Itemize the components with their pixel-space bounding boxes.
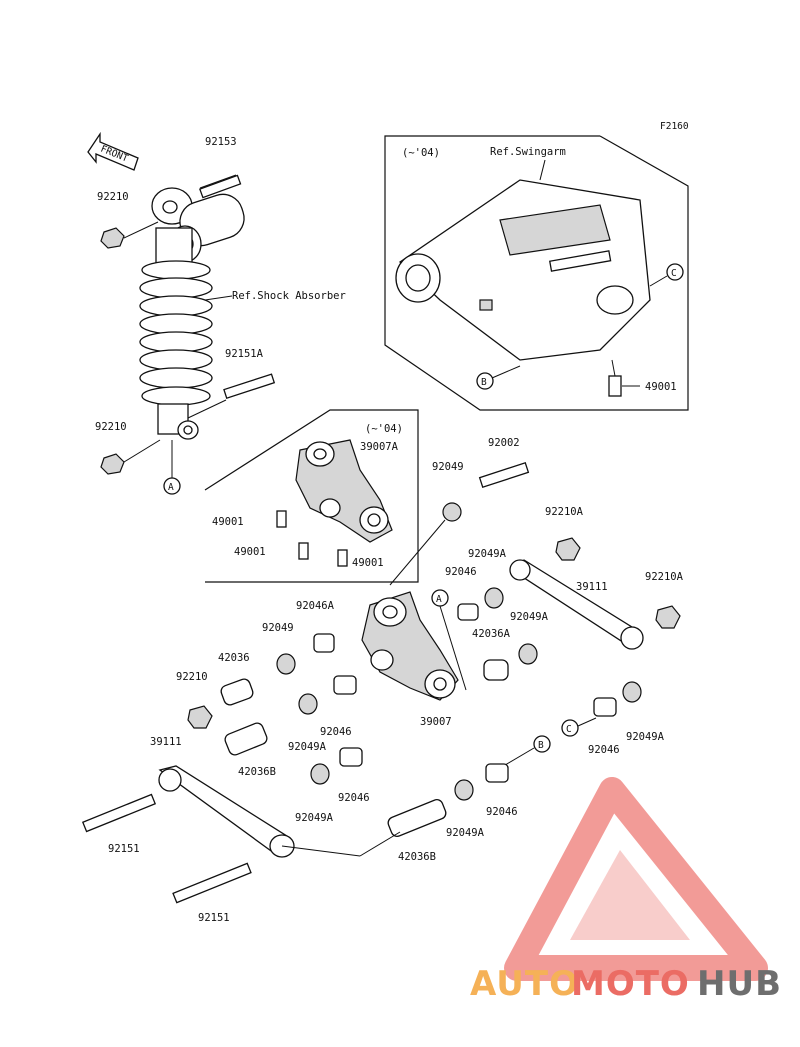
label-92046-2: 92046	[320, 726, 352, 738]
callout-a-shock: A	[168, 482, 174, 493]
callout-c-swingarm: C	[671, 268, 677, 279]
label-92210-left: 92210	[176, 671, 208, 683]
tie-rod-lower	[158, 765, 295, 858]
label-92210a-right: 92210A	[645, 571, 684, 583]
logo-moto: MOTO	[571, 964, 690, 1004]
label-92002: 92002	[488, 437, 520, 449]
label-92049a-1: 92049A	[468, 548, 507, 560]
label-49001-b: 49001	[234, 546, 266, 558]
label-49001-a: 49001	[212, 516, 244, 528]
label-39007: 39007	[420, 716, 452, 728]
label-92049a-2: 92049A	[510, 611, 549, 623]
label-92049-left: 92049	[262, 622, 294, 634]
label-92151-1: 92151	[108, 843, 140, 855]
label-49001-swingarm: 49001	[645, 381, 677, 393]
callout-b-swingarm: B	[481, 377, 487, 388]
label-39007a: 39007A	[360, 441, 399, 453]
label-92151a: 92151A	[225, 348, 264, 360]
figure-code: F2160	[660, 121, 689, 132]
callout-a-middle: A	[436, 594, 442, 605]
label-92049a-6: 92049A	[295, 812, 334, 824]
label-92049a-5: 92049A	[626, 731, 665, 743]
label-42036: 42036	[218, 652, 250, 664]
logo-hub: HUB	[697, 964, 782, 1004]
label-92046-5: 92046	[588, 744, 620, 756]
label-ref-shock-absorber: Ref.Shock Absorber	[232, 290, 346, 302]
label-92046a: 92046A	[296, 600, 335, 612]
rocker-39007	[361, 591, 459, 701]
label-42036b-1: 42036B	[238, 766, 276, 778]
label-92210-top: 92210	[97, 191, 129, 203]
label-92046-4: 92046	[486, 806, 518, 818]
label-92210-bottom: 92210	[95, 421, 127, 433]
label-92049-top: 92049	[432, 461, 464, 473]
label-92210a-top: 92210A	[545, 506, 584, 518]
rocker-inset: (~'04) 39007A	[204, 409, 419, 583]
label-39111-left: 39111	[150, 736, 182, 748]
label-92153: 92153	[205, 136, 237, 148]
label-92151-2: 92151	[198, 912, 230, 924]
label-92049a-3: 92049A	[288, 741, 327, 753]
swingarm-inset: (~'04) Ref.Swingarm	[384, 135, 689, 411]
label-42036b-2: 42036B	[398, 851, 436, 863]
label-92046-1: 92046	[445, 566, 477, 578]
rocker-year: (~'04)	[365, 423, 403, 435]
logo-auto: AUTO	[470, 964, 579, 1004]
callout-b-lower: B	[538, 740, 544, 751]
callout-c-lower: C	[566, 724, 572, 735]
label-39111-right: 39111	[576, 581, 608, 593]
shock-absorber	[100, 174, 276, 480]
automotohub-logo: AUTO MOTO HUB	[470, 777, 782, 1004]
label-49001-c: 49001	[352, 557, 384, 569]
label-42036a: 42036A	[472, 628, 511, 640]
swingarm-ref: Ref.Swingarm	[490, 146, 566, 158]
tie-rod-right	[509, 559, 644, 650]
swingarm-year: (~'04)	[402, 147, 440, 159]
front-arrow-icon: FRONT	[87, 131, 139, 171]
label-92046-3: 92046	[338, 792, 370, 804]
spring	[139, 260, 213, 406]
label-92049a-4: 92049A	[446, 827, 485, 839]
